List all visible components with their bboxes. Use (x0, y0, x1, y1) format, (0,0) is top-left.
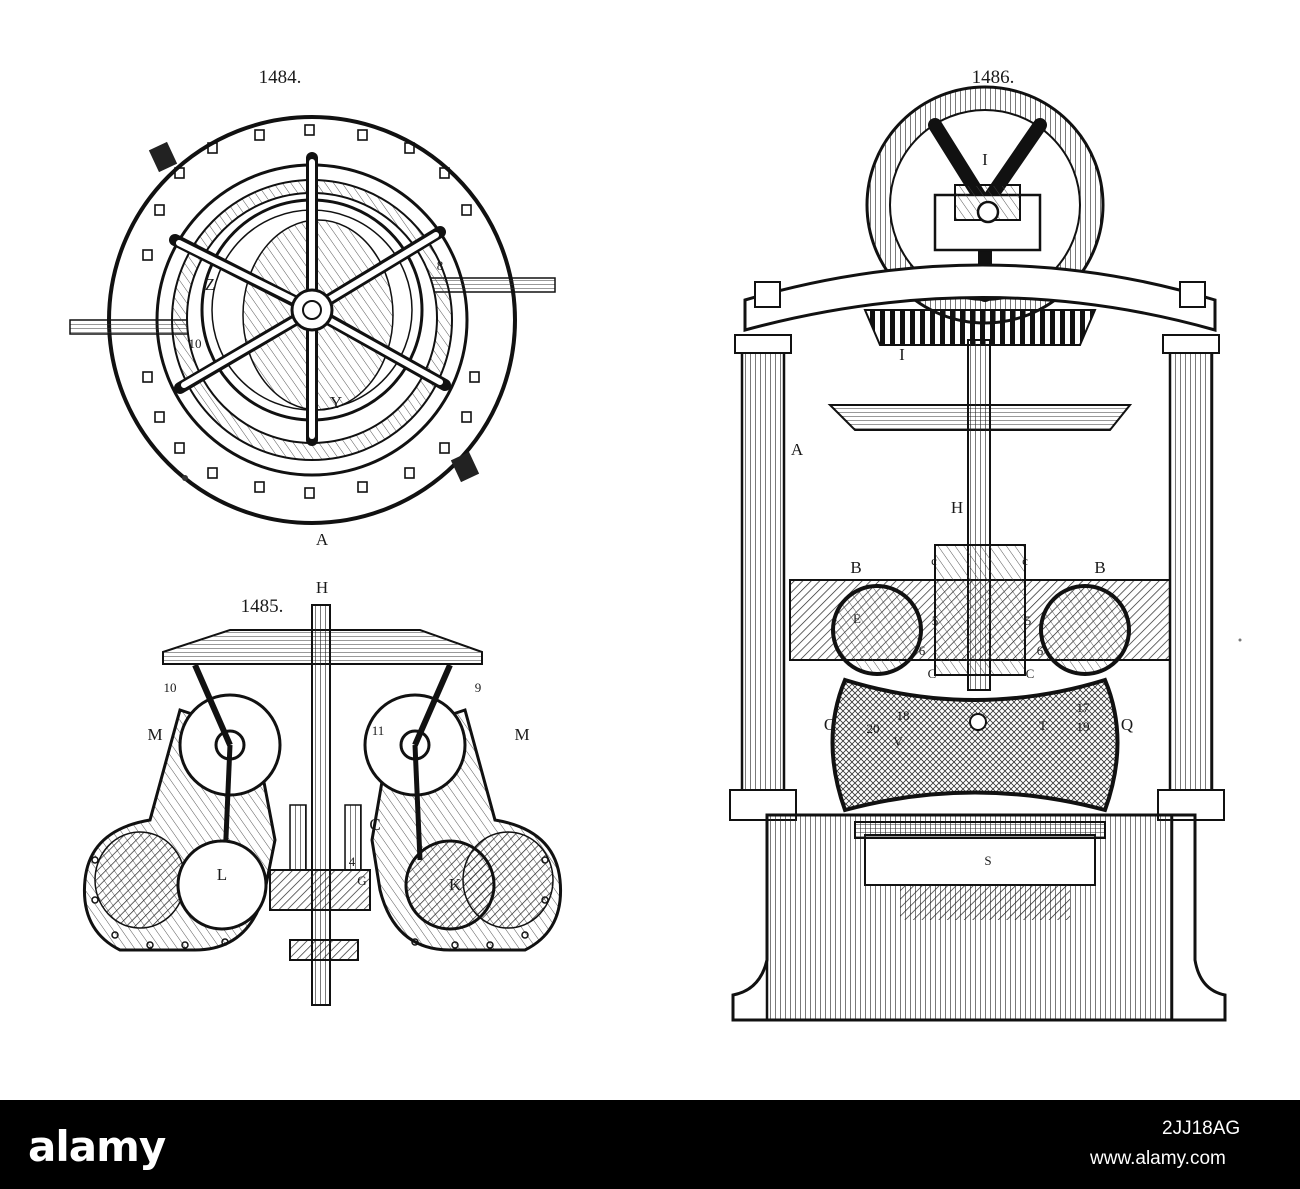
label-I-top: I (982, 150, 988, 169)
figure-1485: 1485. H (82, 578, 563, 1006)
label-Z: Z (205, 275, 215, 294)
label-5-right: 5 (1025, 613, 1032, 628)
right-bearing-ring-B (1039, 584, 1131, 676)
label-M-left: M (147, 725, 162, 744)
label-17: 17 (1077, 700, 1091, 715)
ball-L (176, 839, 268, 931)
label-Y: Y (330, 393, 342, 412)
stock-watermark-bar: alamy 2JJ18AG www.alamy.com (0, 1100, 1300, 1189)
ball-K (404, 839, 496, 931)
label-I-bevel: I (899, 345, 905, 364)
label-C-left: C (928, 666, 937, 681)
figure-1485-number: 1485. (241, 596, 284, 617)
bevel-pinion (863, 309, 1097, 346)
label-T: T (1039, 718, 1047, 733)
flange-bolt-holes (142, 124, 480, 499)
label-B-right: B (1094, 558, 1105, 577)
label-10: 10 (189, 336, 202, 351)
bowtie-lever-plate-Q (830, 677, 1120, 813)
label-C: C (369, 815, 380, 834)
label-c-right: c (1022, 553, 1028, 568)
label-S: S (984, 853, 991, 868)
label-6-left: 6 (919, 643, 926, 658)
figure-1486: 1486. (729, 67, 1227, 1022)
label-5-left: 5 (932, 613, 939, 628)
engraved-machinery-figure: 1484. (69, 67, 1242, 1022)
label-A: A (791, 440, 804, 459)
label-18: 18 (897, 708, 910, 723)
handwheel-hub (290, 288, 334, 332)
alamy-logo: alamy (28, 1122, 166, 1171)
arched-crossbeam (743, 263, 1217, 332)
label-6-right: 6 (1037, 643, 1044, 658)
watermark-url: www.alamy.com (1090, 1148, 1226, 1169)
right-column (1157, 334, 1225, 821)
label-E: E (853, 611, 861, 626)
label-A: A (316, 530, 329, 549)
label-Q-right: Q (1121, 715, 1133, 734)
figure-1484: 1484. (69, 67, 556, 549)
label-L: L (217, 865, 227, 884)
figure-1484-number: 1484. (259, 67, 302, 88)
label-20: 20 (867, 721, 880, 736)
label-9: 9 (475, 680, 482, 695)
label-4: 4 (349, 854, 356, 869)
left-bearing-ring-B (831, 584, 923, 676)
image-id: 2JJ18AG (1162, 1118, 1241, 1139)
label-H: H (951, 498, 963, 517)
label-Q-left: Q (824, 715, 836, 734)
label-c-left: c (931, 553, 937, 568)
left-column (729, 334, 797, 821)
label-B-left: B (850, 558, 861, 577)
label-H: H (316, 578, 328, 597)
label-C-right: C (1026, 666, 1035, 681)
label-G: G (357, 873, 366, 888)
label-K: K (449, 875, 462, 894)
label-10: 10 (164, 680, 177, 695)
label-11: 11 (372, 723, 385, 738)
label-M-right: M (514, 725, 529, 744)
label-8: 8 (437, 258, 444, 273)
label-19: 19 (1077, 719, 1090, 734)
figure-1486-number: 1486. (972, 67, 1015, 88)
label-V: V (893, 734, 903, 749)
